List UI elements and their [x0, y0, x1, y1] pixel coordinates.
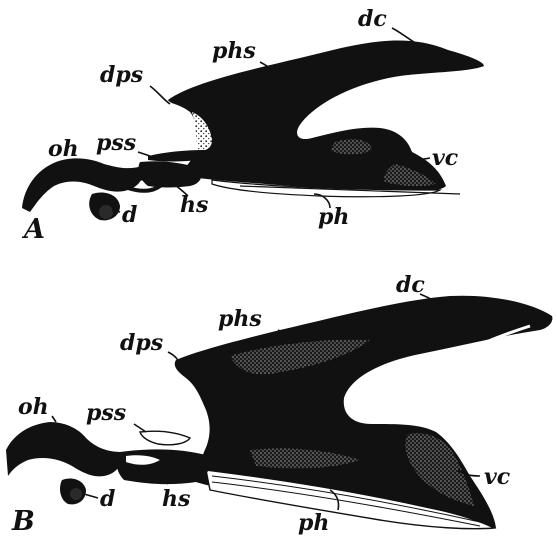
panel-b-label: B	[11, 506, 35, 537]
panel-b-dps-label: dps	[120, 330, 163, 356]
panel-b: dps phs dc vc ph hs pss oh d B	[6, 272, 552, 537]
panel-a-oh-label: oh	[48, 136, 79, 162]
panel-a-hs-label: hs	[180, 192, 208, 218]
panel-a-phs-label: phs	[212, 38, 256, 64]
panel-b-ph-label: ph	[298, 510, 329, 536]
panel-a-dps-leader	[150, 86, 170, 104]
panel-a-pss-label: pss	[96, 130, 136, 156]
panel-a-ph-label: ph	[318, 204, 349, 230]
panel-a-pss-rod	[148, 150, 207, 162]
panel-a-dc-label: dc	[358, 6, 387, 32]
panel-b-d-leader	[84, 494, 98, 498]
panel-b-pss-rod	[140, 431, 190, 445]
panel-b-vc-label: vc	[484, 464, 511, 490]
panel-b-d-label: d	[100, 486, 115, 512]
panel-b-pss-leader	[134, 424, 146, 432]
panel-a-label: A	[21, 214, 45, 245]
panel-a-d-knob	[99, 205, 113, 219]
panel-b-phs-label: phs	[218, 306, 262, 332]
panel-b-oh-hook	[6, 422, 122, 476]
panel-a-pss-leader	[138, 152, 150, 156]
panel-b-pss-label: pss	[86, 400, 126, 426]
panel-b-d-knob	[70, 488, 82, 500]
panel-b-oh-label: oh	[18, 394, 49, 420]
panel-b-dc-label: dc	[396, 272, 425, 298]
panel-a-dps-label: dps	[100, 62, 143, 88]
panel-a-d-label: d	[122, 202, 137, 228]
panel-a: dps phs dc vc ph hs pss oh d A	[21, 6, 484, 245]
panel-a-vc-label: vc	[432, 145, 459, 171]
panel-b-hs-label: hs	[162, 486, 190, 512]
panel-b-oh-leader	[52, 416, 56, 422]
panel-b-dps-leader	[168, 352, 180, 364]
